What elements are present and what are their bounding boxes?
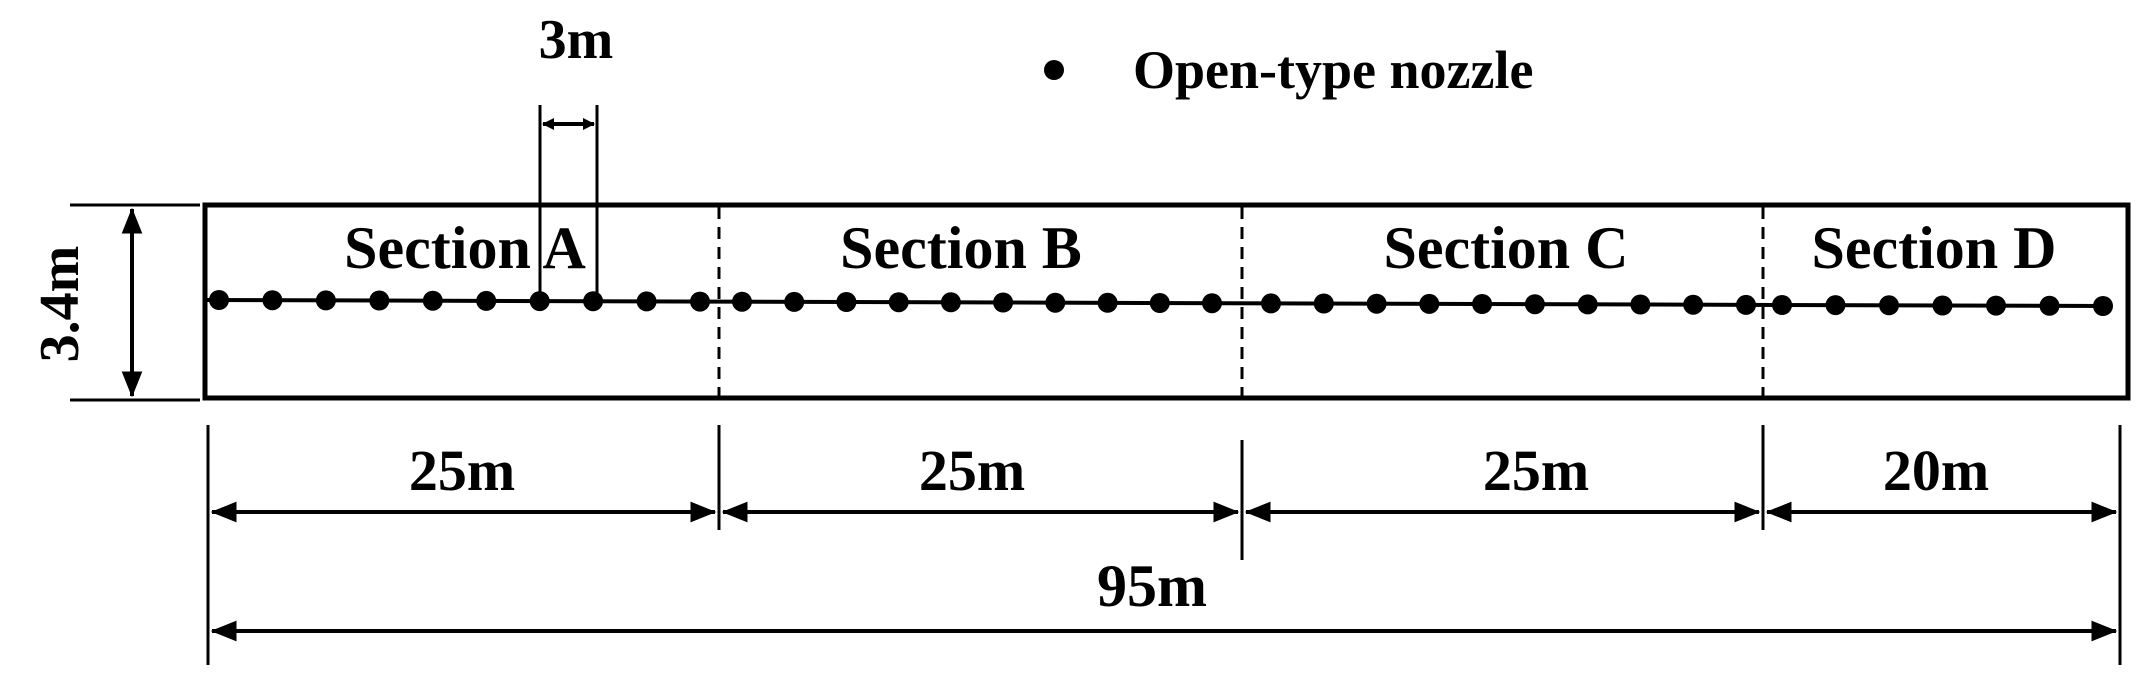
nozzle-icon bbox=[583, 291, 604, 312]
legend: Open-type nozzle bbox=[1044, 40, 1533, 100]
section-c-length-label: 25m bbox=[1483, 438, 1589, 503]
nozzle-icon bbox=[529, 291, 550, 312]
nozzle-icon bbox=[1630, 294, 1651, 315]
nozzle-icon bbox=[262, 290, 283, 311]
height-label: 3.4m bbox=[29, 246, 91, 363]
section-b-length-label: 25m bbox=[919, 438, 1025, 503]
nozzle-icon bbox=[1472, 294, 1493, 314]
nozzle-icon bbox=[1986, 295, 2006, 316]
nozzle-icon bbox=[1577, 294, 1598, 315]
total-length-dimension: 95m bbox=[210, 553, 2118, 642]
nozzle-icon bbox=[836, 292, 857, 312]
legend-label: Open-type nozzle bbox=[1133, 40, 1533, 100]
section-label-c: Section C bbox=[1384, 215, 1629, 281]
nozzle-icon bbox=[2039, 295, 2060, 316]
section-label-a: Section A bbox=[344, 215, 586, 281]
nozzle-icon bbox=[1932, 295, 1953, 316]
nozzle-icon bbox=[888, 292, 909, 313]
nozzle-icon bbox=[1879, 295, 1899, 316]
nozzle-icon bbox=[1045, 292, 1066, 313]
nozzle-icon bbox=[940, 292, 961, 313]
nozzle-icon bbox=[1097, 292, 1118, 313]
height-dimension: 3.4m bbox=[29, 203, 200, 402]
nozzle-icon bbox=[1366, 293, 1387, 314]
nozzle-icon bbox=[1261, 293, 1281, 314]
nozzle-group bbox=[209, 290, 2113, 316]
nozzle-icon bbox=[1772, 295, 1792, 315]
section-length-dimensions: 25m 25m 25m 20m bbox=[206, 425, 2122, 665]
nozzle-icon bbox=[636, 291, 657, 312]
nozzle-icon bbox=[1683, 294, 1704, 315]
nozzle-icon bbox=[422, 290, 443, 311]
nozzle-icon bbox=[1736, 294, 1756, 315]
nozzle-icon bbox=[732, 291, 752, 312]
nozzle-icon bbox=[209, 290, 229, 310]
nozzle-icon bbox=[1202, 293, 1222, 314]
nozzle-icon bbox=[784, 291, 805, 312]
spacing-label: 3m bbox=[539, 9, 614, 71]
section-a-length-label: 25m bbox=[409, 438, 515, 503]
nozzle-icon bbox=[1149, 293, 1170, 313]
section-label-b: Section B bbox=[840, 215, 1082, 281]
nozzle-icon bbox=[476, 290, 497, 311]
nozzle-icon bbox=[1313, 293, 1334, 314]
nozzle-legend-icon bbox=[1044, 60, 1064, 80]
nozzle-icon bbox=[993, 292, 1014, 313]
section-label-d: Section D bbox=[1812, 215, 2057, 281]
section-labels: Section A Section B Section C Section D bbox=[344, 215, 2056, 281]
nozzle-icon bbox=[2093, 296, 2113, 316]
nozzle-icon bbox=[369, 290, 390, 311]
nozzle-icon bbox=[1825, 295, 1846, 316]
nozzle-icon bbox=[315, 290, 336, 311]
section-d-length-label: 20m bbox=[1883, 438, 1989, 503]
nozzle-icon bbox=[690, 291, 710, 312]
nozzle-icon bbox=[1419, 293, 1440, 314]
nozzle-icon bbox=[1524, 294, 1545, 315]
section-dividers bbox=[717, 207, 1765, 396]
total-length-label: 95m bbox=[1097, 553, 1207, 619]
